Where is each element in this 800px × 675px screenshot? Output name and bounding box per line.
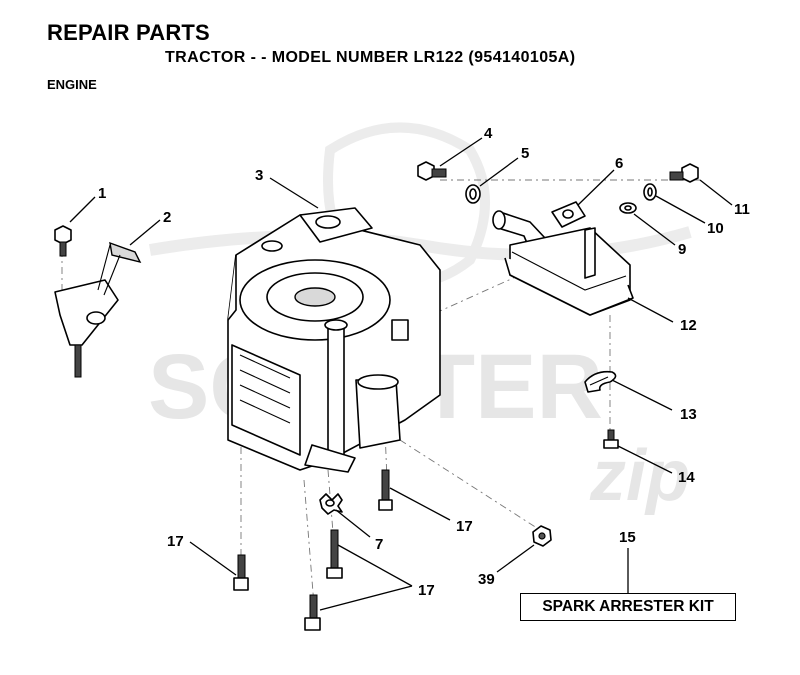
- bolt-part-4: [417, 161, 447, 181]
- lock-nut-part-39: [532, 525, 552, 547]
- bolt-part-17-a: [378, 469, 393, 511]
- callout-10: 10: [707, 220, 724, 237]
- callout-39: 39: [478, 571, 495, 588]
- bolt-part-17-b: [233, 554, 249, 591]
- callout-3: 3: [255, 167, 263, 184]
- gasket-part-6: [551, 201, 586, 228]
- callout-17-right: 17: [456, 518, 473, 535]
- callout-5: 5: [521, 145, 529, 162]
- leader-lines: [69, 137, 733, 611]
- callout-17-bottom: 17: [418, 582, 435, 599]
- callout-11: 11: [734, 201, 750, 218]
- page-title: REPAIR PARTS: [47, 20, 210, 45]
- washer-part-9: [619, 202, 637, 214]
- washer-part-10: [643, 183, 657, 201]
- spark-arrester-kit-box: SPARK ARRESTER KIT: [520, 593, 736, 621]
- callout-2: 2: [163, 209, 171, 226]
- callout-1: 1: [98, 185, 106, 202]
- bolt-part-17-d: [304, 594, 321, 631]
- callout-17-left: 17: [167, 533, 184, 550]
- watermark-script: zip: [589, 436, 690, 516]
- spark-arrester-part-13: [584, 370, 617, 393]
- callout-6: 6: [615, 155, 623, 172]
- screw-part-14: [603, 429, 619, 449]
- callout-numbers: 1 2 3 4 5 6 9 10 11 12 13 14 15 17 7 17 …: [98, 125, 750, 599]
- callout-9: 9: [678, 241, 686, 258]
- section-label: ENGINE: [47, 77, 97, 92]
- lock-washer-part-7: [319, 493, 343, 515]
- callout-12: 12: [680, 317, 697, 334]
- throttle-bracket-part-2: [54, 241, 142, 378]
- washer-part-5: [465, 184, 481, 204]
- bolt-part-17-c: [326, 529, 343, 579]
- callout-13: 13: [680, 406, 697, 423]
- callout-4: 4: [484, 125, 493, 142]
- engine-part-3: [227, 207, 441, 473]
- callout-14: 14: [678, 469, 695, 486]
- spark-arrester-kit-label: SPARK ARRESTER KIT: [542, 598, 714, 615]
- callout-15: 15: [619, 529, 636, 546]
- model-subtitle: TRACTOR - - MODEL NUMBER LR122 (95414010…: [165, 49, 576, 66]
- bolt-part-1: [54, 225, 72, 257]
- bolt-part-11: [669, 163, 699, 183]
- callout-7: 7: [375, 536, 383, 553]
- muffler-part-12: [504, 227, 634, 316]
